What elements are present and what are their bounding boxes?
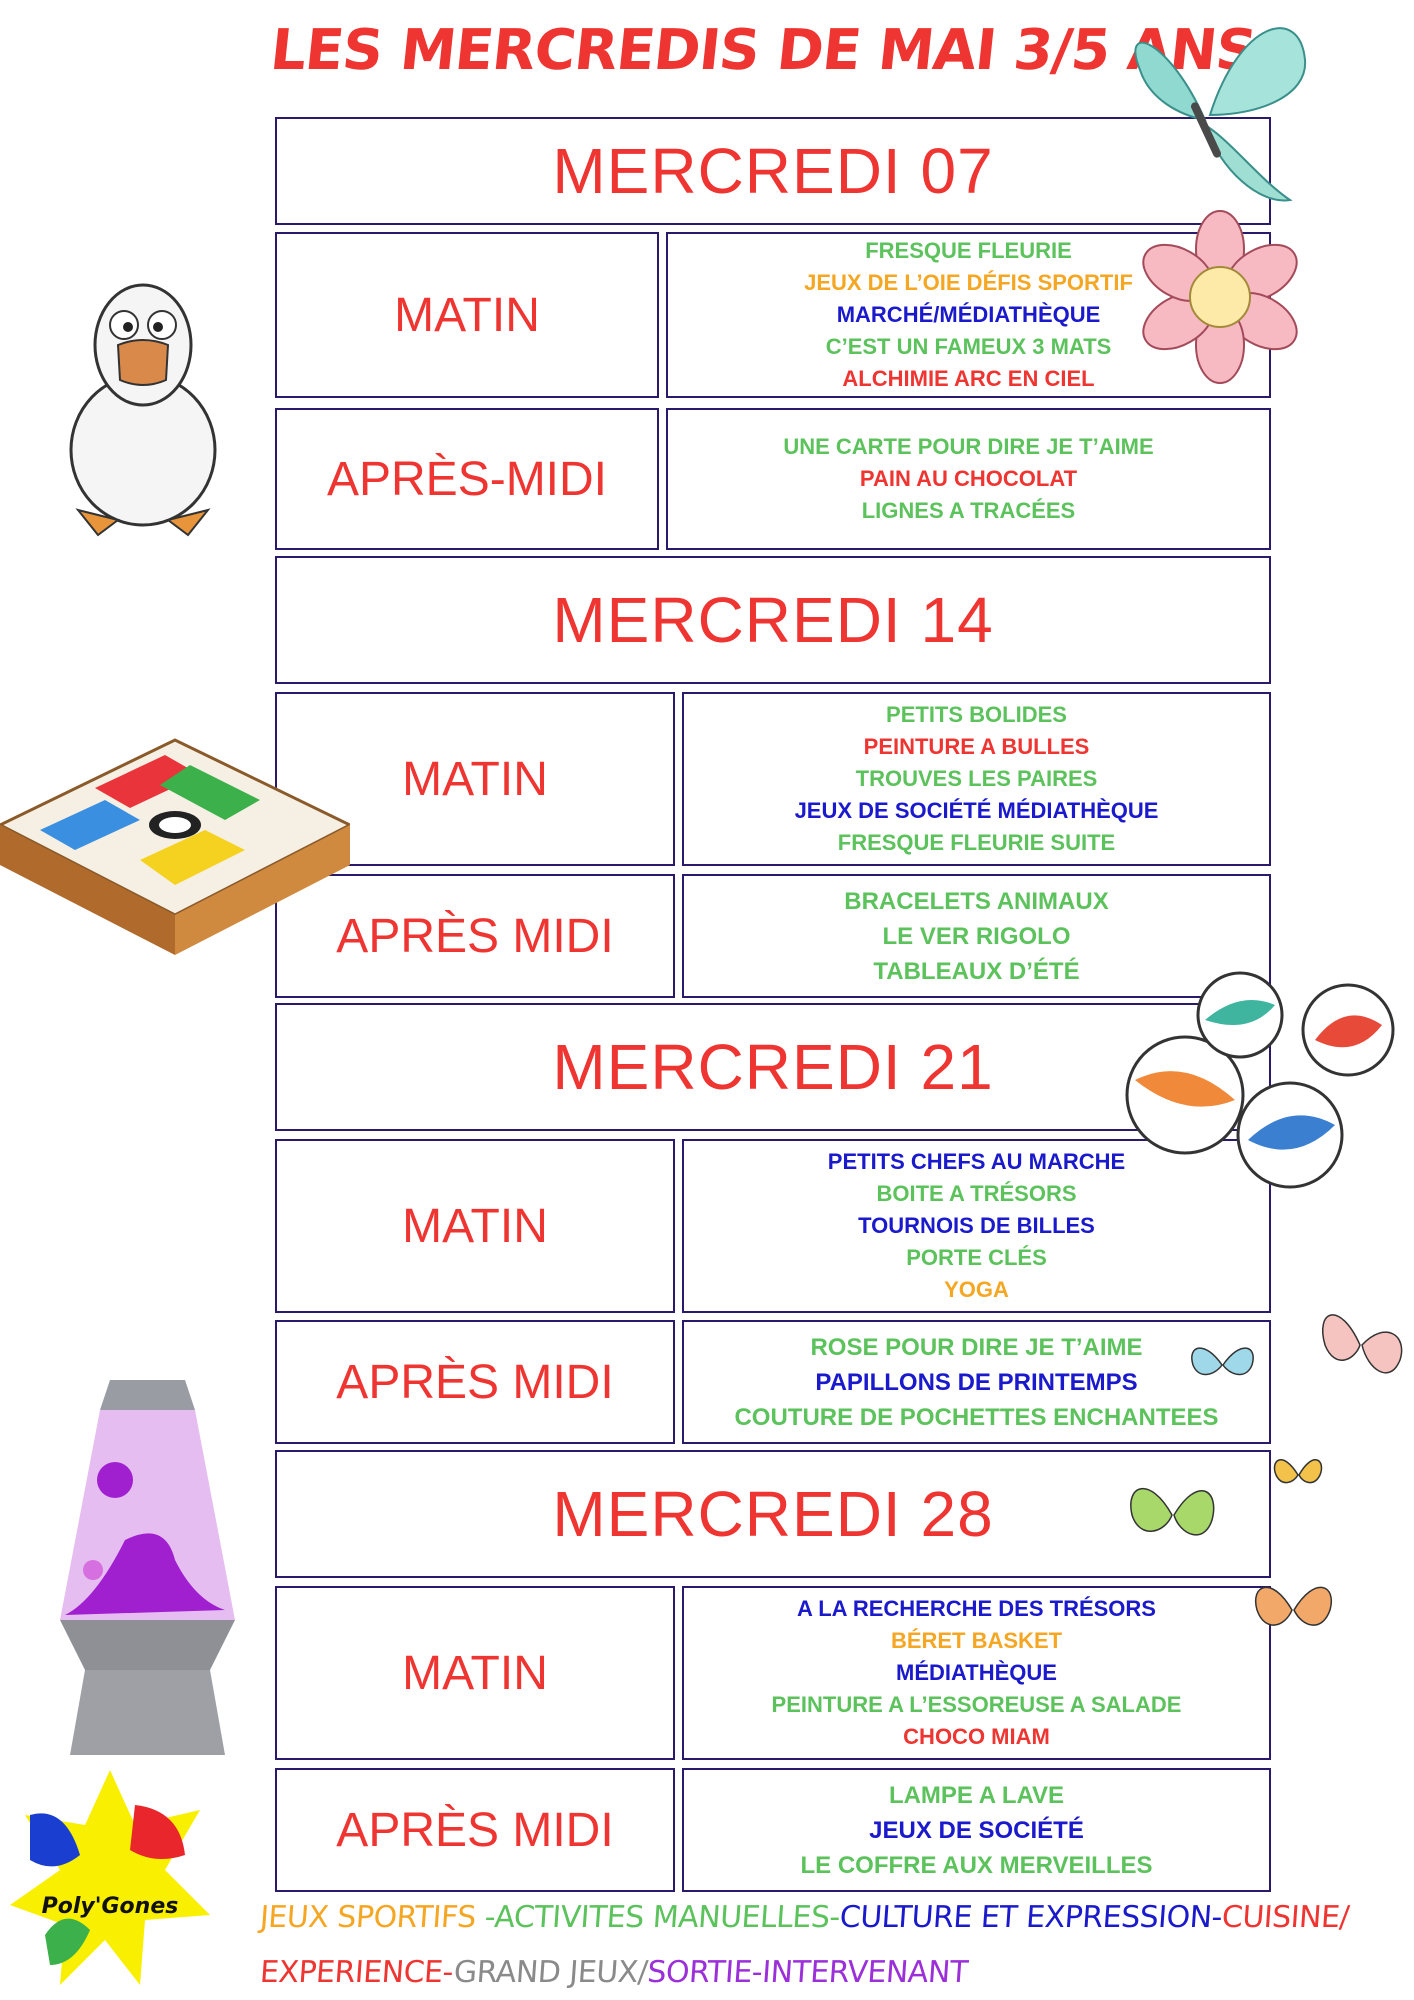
activity-item: PEINTURE A L’ESSOREUSE A SALADE: [771, 1692, 1182, 1717]
legend-category: EXPERIENCE-: [258, 1955, 456, 1990]
activity-item: PEINTURE A BULLES: [863, 734, 1090, 759]
activity-item: MÉDIATHÈQUE: [896, 1660, 1057, 1685]
activity-item: PORTE CLÉS: [906, 1245, 1047, 1270]
afternoon-activities-07: UNE CARTE POUR DIRE JE T’AIME PAIN AU CHO…: [666, 408, 1271, 550]
activity-item: BRACELETS ANIMAUX: [844, 887, 1109, 915]
butterfly-illustration: [1134, 27, 1307, 202]
activity-item: PAPILLONS DE PRINTEMPS: [815, 1368, 1138, 1396]
afternoon-label-14: APRÈS MIDI: [275, 874, 675, 998]
afternoon-activities-21: ROSE POUR DIRE JE T’AIME PAPILLONS DE PRI…: [682, 1320, 1271, 1444]
logo-text: Poly'Gones: [42, 1894, 179, 1919]
activity-item: BOITE A TRÉSORS: [876, 1181, 1077, 1206]
legend-category: JEUX SPORTIFS: [258, 1900, 486, 1935]
legend-line-1: JEUX SPORTIFS -ACTIVITES MANUELLES-CULTU…: [258, 1900, 1351, 1935]
activity-item: FRESQUE FLEURIE: [865, 238, 1072, 263]
activity-item: A LA RECHERCHE DES TRÉSORS: [797, 1596, 1156, 1621]
activity-item: JEUX DE SOCIÉTÉ: [869, 1816, 1084, 1844]
lava-lamp-illustration: [60, 1380, 235, 1755]
activity-item: LIGNES A TRACÉES: [861, 498, 1076, 523]
afternoon-label-28: APRÈS MIDI: [275, 1768, 675, 1892]
legend-line-2: EXPERIENCE-GRAND JEUX/SORTIE-INTERVENANT: [259, 1955, 1281, 1990]
butterfly-small-3-icon: [1273, 1459, 1323, 1484]
activity-item: LAMPE A LAVE: [888, 1781, 1065, 1809]
polygones-logo: Poly'Gones: [10, 1770, 210, 1985]
afternoon-label-21: APRÈS MIDI: [275, 1320, 675, 1444]
activity-item: JEUX DE L’OIE DÉFIS SPORTIF: [804, 270, 1133, 295]
board-game-illustration: [0, 738, 350, 955]
activity-item: ALCHIMIE ARC EN CIEL: [842, 366, 1095, 391]
butterfly-small-5-icon: [1254, 1586, 1333, 1626]
activity-item: LE VER RIGOLO: [882, 922, 1071, 950]
legend-category: CULTURE ET EXPRESSION-: [838, 1900, 1224, 1935]
marbles-illustration: [1125, 971, 1395, 1189]
afternoon-label-07: APRÈS-MIDI: [275, 408, 659, 550]
activity-item: PETITS CHEFS AU MARCHE: [827, 1149, 1126, 1174]
morning-label-21: MATIN: [275, 1139, 675, 1313]
butterfly-small-4-icon: [1130, 1487, 1215, 1536]
legend-category: SORTIE-INTERVENANT: [646, 1955, 969, 1990]
morning-label-07: MATIN: [275, 232, 659, 398]
activity-item: COUTURE DE POCHETTES ENCHANTEES: [734, 1403, 1219, 1431]
activity-item: BÉRET BASKET: [890, 1628, 1063, 1653]
morning-label-28: MATIN: [275, 1586, 675, 1760]
morning-activities-28: A LA RECHERCHE DES TRÉSORS BÉRET BASKET MÉ…: [682, 1586, 1271, 1760]
morning-activities-14: PETITS BOLIDES PEINTURE A BULLES TROUVES L…: [682, 692, 1271, 866]
day-header-21: MERCREDI 21: [275, 1003, 1271, 1131]
activity-item: TOURNOIS DE BILLES: [858, 1213, 1095, 1238]
legend-category: CUISINE/: [1220, 1900, 1351, 1935]
activity-item: TROUVES LES PAIRES: [855, 766, 1098, 791]
activity-item: LE COFFRE AUX MERVEILLES: [800, 1851, 1153, 1879]
activity-item: UNE CARTE POUR DIRE JE T’AIME: [783, 434, 1154, 459]
activity-item: PAIN AU CHOCOLAT: [859, 466, 1078, 491]
goose-illustration: [69, 283, 217, 537]
activity-item: PETITS BOLIDES: [886, 702, 1067, 727]
afternoon-activities-14: BRACELETS ANIMAUX LE VER RIGOLO TABLEAUX D…: [682, 874, 1271, 998]
day-header-14: MERCREDI 14: [275, 556, 1271, 684]
activity-item: TABLEAUX D’ÉTÉ: [873, 957, 1080, 985]
activity-item: YOGA: [944, 1277, 1009, 1302]
butterfly-small-1-icon: [1191, 1347, 1254, 1376]
morning-activities-21: PETITS CHEFS AU MARCHE BOITE A TRÉSORS TOU…: [682, 1139, 1271, 1313]
page-title: LES MERCREDIS DE MAI 3/5 ANS: [267, 18, 1259, 83]
activity-item: MARCHÉ/MÉDIATHÈQUE: [836, 302, 1101, 327]
activity-item: C’EST UN FAMEUX 3 MATS: [825, 334, 1112, 359]
flower-illustration: [1142, 210, 1298, 384]
activity-item: FRESQUE FLEURIE SUITE: [837, 830, 1116, 855]
activity-item: ROSE POUR DIRE JE T’AIME: [810, 1333, 1143, 1361]
day-header-28: MERCREDI 28: [275, 1450, 1271, 1578]
butterfly-small-2-icon: [1322, 1314, 1403, 1374]
legend-category: GRAND JEUX/: [452, 1955, 649, 1990]
day-header-07: MERCREDI 07: [275, 117, 1271, 225]
activity-item: CHOCO MIAM: [903, 1724, 1050, 1749]
activity-item: JEUX DE SOCIÉTÉ MÉDIATHÈQUE: [794, 798, 1159, 823]
afternoon-activities-28: LAMPE A LAVE JEUX DE SOCIÉTÉ LE COFFRE AUX…: [682, 1768, 1271, 1892]
legend-category: -ACTIVITES MANUELLES-: [483, 1900, 842, 1935]
